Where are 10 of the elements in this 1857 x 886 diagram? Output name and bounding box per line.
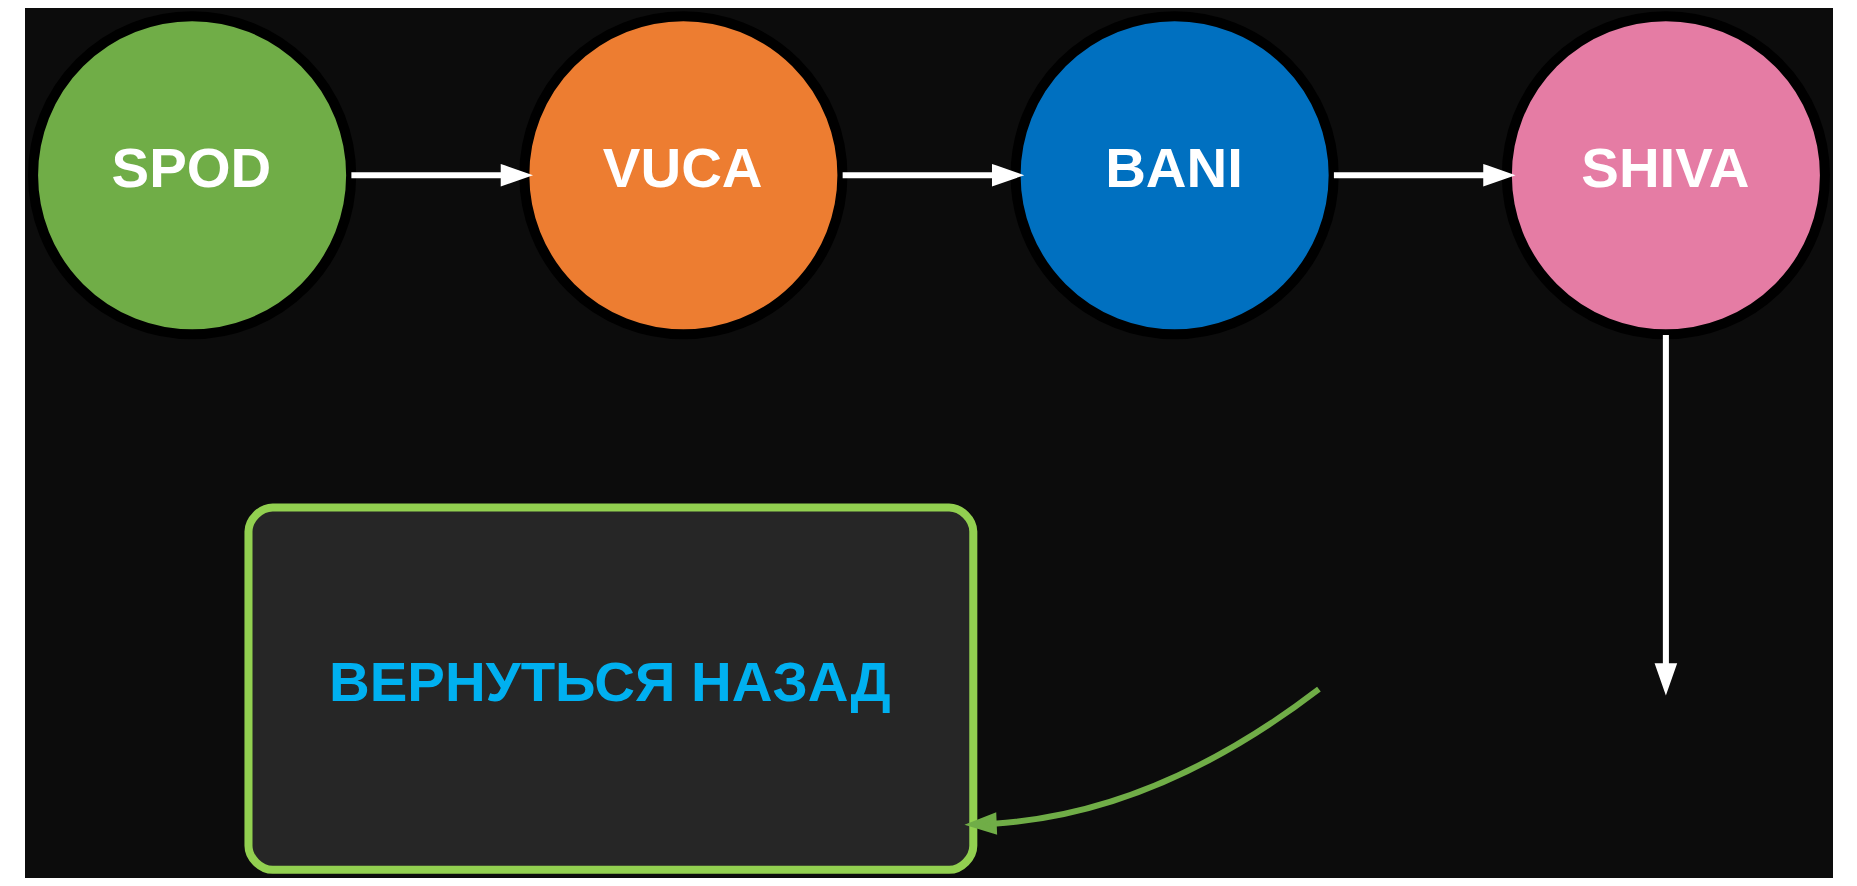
arrow bbox=[350, 163, 533, 187]
node-circle: BANI bbox=[1010, 11, 1339, 340]
arrow bbox=[842, 163, 1024, 187]
node-circle: VUCA bbox=[518, 11, 847, 340]
arrow bbox=[1654, 334, 1677, 696]
node-circle: SPOD bbox=[27, 11, 356, 340]
node-circle: SHIVA bbox=[1501, 11, 1830, 340]
node-box: ВЕРНУТЬСЯ НАЗАД bbox=[243, 503, 977, 874]
arrow bbox=[963, 686, 1321, 835]
arrow bbox=[1333, 163, 1516, 187]
